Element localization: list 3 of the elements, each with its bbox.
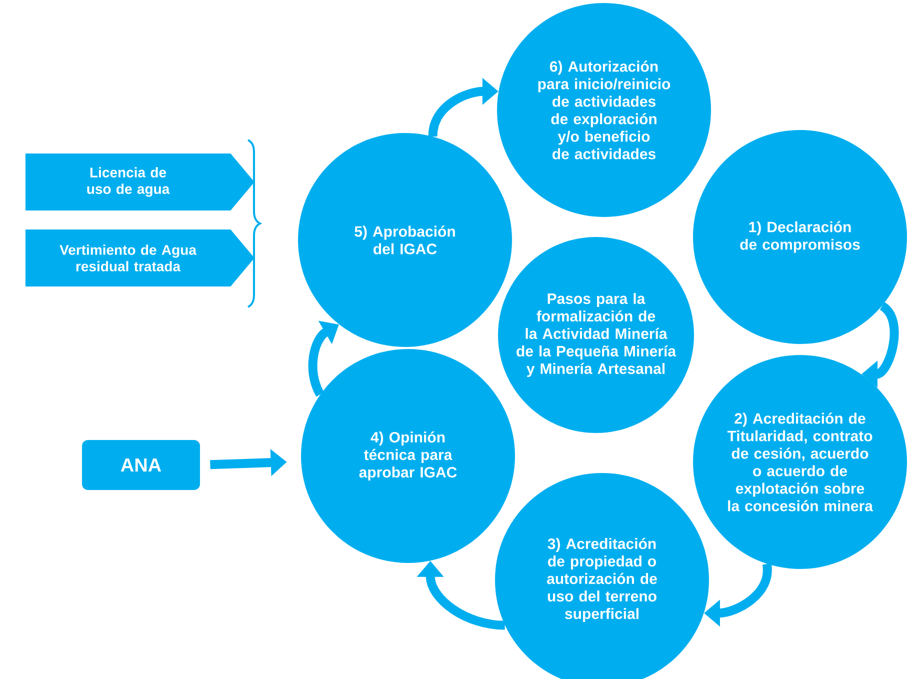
chevron-box: Vertimiento de Agua residual tratada [25,229,254,286]
chevron-box: Licencia de uso de agua [25,154,254,210]
rounded-box: ANA [82,440,200,490]
